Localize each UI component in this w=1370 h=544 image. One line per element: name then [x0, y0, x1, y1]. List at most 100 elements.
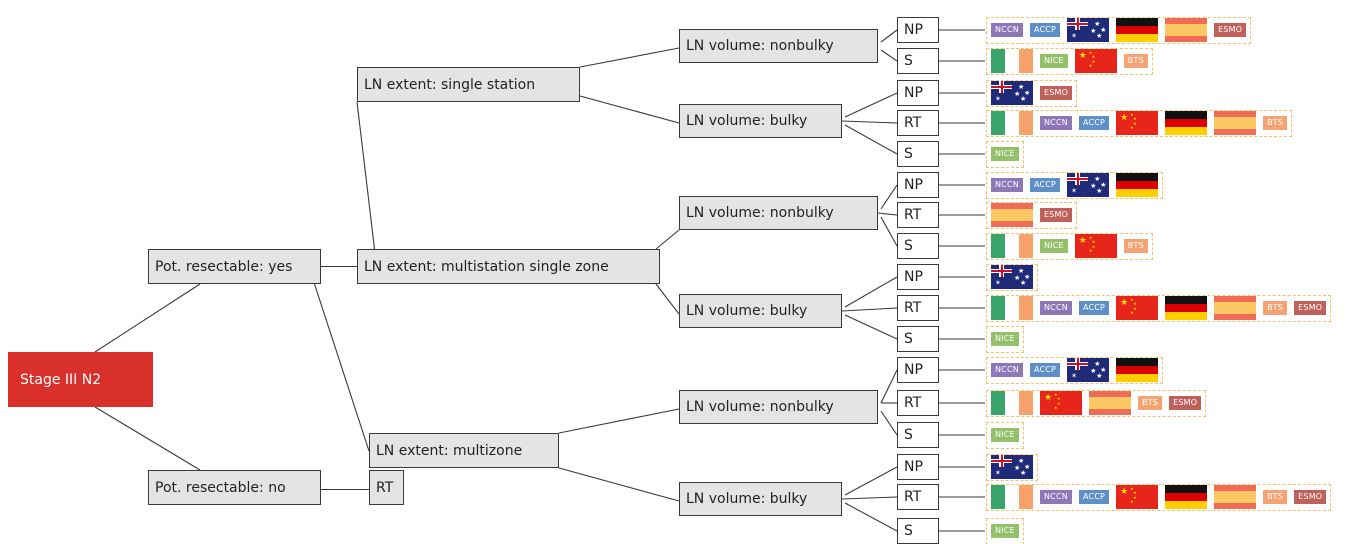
node-volume-nonbulky: LN volume: nonbulky: [679, 196, 878, 230]
bts-badge: BTS: [1138, 396, 1163, 410]
guideline-row: ✶★★★★ ESMO: [986, 79, 1078, 107]
spain-flag-icon: [991, 203, 1033, 227]
guideline-row: NICE: [986, 421, 1024, 449]
connector-line: [558, 408, 680, 434]
connector-line: [844, 502, 898, 532]
nice-badge: NICE: [991, 428, 1019, 442]
node-volume-nonbulky: LN volume: nonbulky: [679, 390, 878, 424]
accp-badge: ACCP: [1029, 178, 1061, 192]
connector-line: [844, 276, 898, 308]
ireland-flag-icon: [991, 296, 1033, 320]
australia-flag-icon: ✶★★★★: [1067, 358, 1110, 382]
leaf-s: S: [897, 422, 939, 448]
connector-line: [844, 466, 898, 496]
leaf-np: NP: [897, 454, 939, 480]
leaf-s: S: [897, 141, 939, 167]
leaf-np: NP: [897, 172, 939, 198]
guideline-row: ✶★★★★: [986, 453, 1038, 481]
nccn-badge: NCCN: [991, 23, 1023, 37]
guideline-row: NICE★★★★★BTS: [986, 47, 1153, 75]
esmo-badge: ESMO: [1294, 301, 1327, 315]
bts-badge: BTS: [1123, 54, 1148, 68]
china-flag-icon: ★★★★★: [1116, 296, 1159, 320]
leaf-rt: RT: [897, 110, 939, 136]
connector-line: [844, 92, 898, 118]
australia-flag-icon: ✶★★★★: [1067, 18, 1110, 42]
accp-badge: ACCP: [1029, 363, 1061, 377]
nice-badge: NICE: [991, 147, 1019, 161]
guideline-row: NICE: [986, 140, 1024, 168]
leaf-np: NP: [897, 17, 939, 43]
spain-flag-icon: [1214, 296, 1257, 320]
connector-line: [880, 216, 898, 247]
connector-line: [579, 95, 680, 124]
leaf-np: NP: [897, 80, 939, 106]
leaf-rt: RT: [897, 295, 939, 321]
leaf-s: S: [897, 518, 939, 544]
connector-line: [880, 369, 898, 404]
germany-flag-icon: [1165, 296, 1208, 320]
node-extent-multizone: LN extent: multizone: [369, 433, 559, 468]
leaf-rt: RT: [897, 202, 939, 228]
node-extent-multistation: LN extent: multistation single zone: [357, 249, 660, 284]
australia-flag-icon: ✶★★★★: [1067, 173, 1110, 197]
connector-line: [313, 283, 370, 452]
node-rt: RT: [369, 470, 404, 505]
leaf-rt: RT: [897, 484, 939, 510]
guideline-row: ESMO: [986, 201, 1078, 229]
node-resectable-yes: Pot. resectable: yes: [148, 249, 321, 284]
nccn-badge: NCCN: [991, 178, 1023, 192]
connector-line: [356, 101, 376, 250]
nice-badge: NICE: [991, 332, 1019, 346]
esmo-badge: ESMO: [1294, 490, 1327, 504]
connector-line: [880, 410, 898, 436]
nccn-badge: NCCN: [991, 363, 1023, 377]
node-root: Stage III N2: [8, 352, 153, 407]
connector-line: [880, 184, 898, 210]
ireland-flag-icon: [991, 485, 1033, 509]
guideline-row: NICE: [986, 517, 1024, 544]
spain-flag-icon: [1214, 485, 1257, 509]
germany-flag-icon: [1165, 485, 1208, 509]
china-flag-icon: ★★★★★: [1116, 111, 1159, 135]
esmo-badge: ESMO: [1169, 396, 1202, 410]
accp-badge: ACCP: [1078, 301, 1110, 315]
leaf-np: NP: [897, 264, 939, 290]
guideline-row: NICE: [986, 325, 1024, 353]
leaf-s: S: [897, 48, 939, 74]
accp-badge: ACCP: [1078, 116, 1110, 130]
connector-line: [94, 283, 201, 353]
esmo-badge: ESMO: [1040, 86, 1073, 100]
connector-line: [844, 124, 898, 155]
nice-badge: NICE: [991, 524, 1019, 538]
bts-badge: BTS: [1263, 490, 1288, 504]
australia-flag-icon: ✶★★★★: [991, 265, 1033, 289]
ireland-flag-icon: [991, 49, 1033, 73]
node-resectable-no: Pot. resectable: no: [148, 470, 321, 505]
australia-flag-icon: ✶★★★★: [991, 81, 1033, 105]
spain-flag-icon: [1214, 111, 1257, 135]
ireland-flag-icon: [991, 391, 1033, 415]
connector-line: [844, 314, 898, 340]
spain-flag-icon: [1165, 18, 1208, 42]
germany-flag-icon: [1165, 111, 1208, 135]
leaf-s: S: [897, 326, 939, 352]
node-volume-bulky: LN volume: bulky: [679, 294, 842, 328]
connector-line: [841, 496, 898, 500]
node-volume-bulky: LN volume: bulky: [679, 482, 842, 516]
connector-line: [655, 283, 680, 315]
china-flag-icon: ★★★★★: [1074, 49, 1117, 73]
bts-badge: BTS: [1263, 301, 1288, 315]
connector-line: [841, 120, 898, 124]
connector-line: [880, 49, 898, 62]
connector-line: [579, 47, 680, 68]
esmo-badge: ESMO: [1214, 23, 1247, 37]
leaf-s: S: [897, 233, 939, 259]
bts-badge: BTS: [1123, 239, 1148, 253]
node-extent-single-station: LN extent: single station: [357, 67, 580, 102]
